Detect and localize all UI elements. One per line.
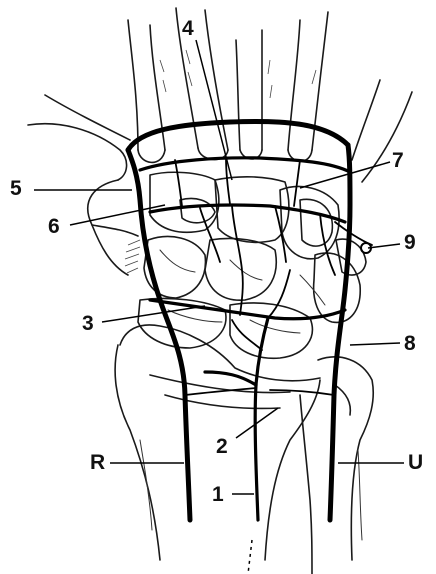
label-8: 8 [404, 333, 416, 354]
arterial-network [128, 121, 372, 520]
label-R: R [90, 452, 105, 473]
label-U: U [408, 452, 423, 473]
intercarpal-arch [150, 205, 345, 222]
leader-8 [350, 343, 400, 345]
label-2: 2 [216, 436, 228, 457]
label-4: 4 [182, 18, 194, 39]
label-5: 5 [10, 178, 22, 199]
transverse-arch-upper [140, 158, 350, 172]
leader-3 [102, 306, 205, 322]
leader-1-tail [248, 540, 252, 574]
label-1: 1 [212, 484, 224, 505]
label-3: 3 [82, 313, 94, 334]
label-7: 7 [392, 150, 404, 171]
label-9: 9 [404, 232, 416, 253]
label-6: 6 [48, 216, 60, 237]
leader-7 [300, 162, 390, 188]
